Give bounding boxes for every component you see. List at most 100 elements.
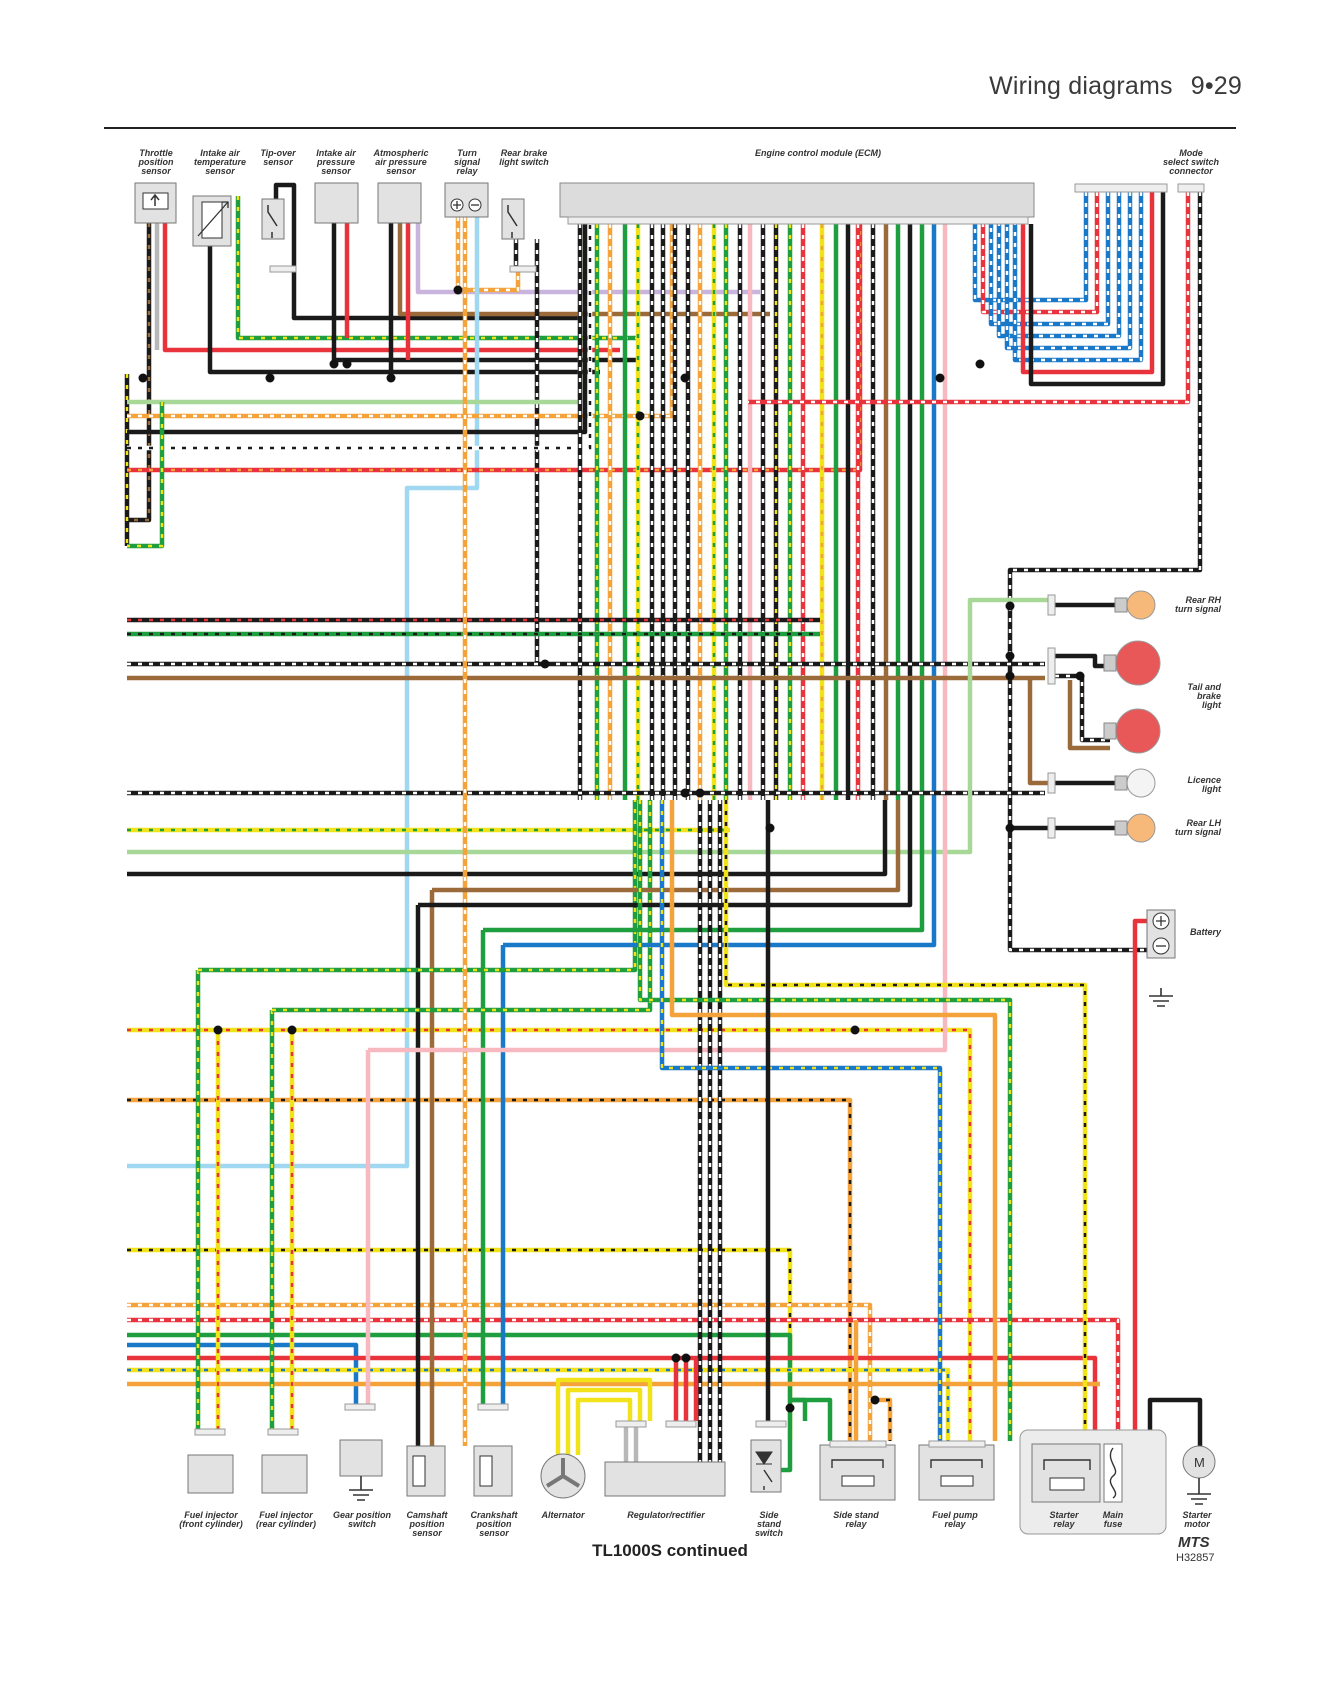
label-line: Gear position: [333, 1510, 392, 1520]
aps-box: [377, 182, 422, 224]
junction-dot: [1005, 651, 1015, 661]
label-line: light: [1202, 784, 1222, 794]
junction-dot: [1075, 671, 1085, 681]
wire-123: [555, 1377, 653, 1455]
label-line: Mode: [1179, 148, 1203, 158]
rlh-base: [1114, 820, 1128, 836]
label-line: turn signal: [1175, 604, 1222, 614]
tail-base-2: [1103, 722, 1117, 740]
rbs-switch: [507, 205, 518, 238]
label-line: light: [1202, 700, 1222, 710]
rear-rh-bulb: [1126, 590, 1156, 620]
wire-trace-55: [989, 192, 1110, 326]
wire-112: [659, 800, 943, 1441]
ecm-connector: [567, 216, 1029, 225]
label-line: sensor: [321, 166, 351, 176]
junction-dot: [681, 1353, 691, 1363]
label-line: Side: [759, 1510, 778, 1520]
label-line: Fuel injector: [259, 1510, 313, 1520]
junction-dot: [213, 1025, 223, 1035]
junction-dot: [265, 373, 275, 383]
fi2-connector: [267, 1428, 299, 1436]
ssr-coil: [841, 1475, 875, 1487]
label-line: Main: [1103, 1510, 1124, 1520]
wire-trace-57: [1005, 192, 1132, 350]
wire-trace-21: [127, 224, 592, 450]
wire-11: [415, 223, 760, 295]
junction-dot: [635, 411, 645, 421]
wire-trace-53: [973, 192, 1088, 302]
label-line: Atmospheric: [372, 148, 428, 158]
reg-connector-1: [615, 1420, 647, 1428]
wire-74: [1067, 680, 1110, 751]
tail-connector: [1047, 647, 1056, 685]
label-line: switch: [755, 1528, 784, 1538]
label-line: Camshaft: [406, 1510, 448, 1520]
wire-126: [875, 1397, 893, 1441]
starter-relay-coil: [1049, 1477, 1085, 1491]
sss-switch: [763, 1469, 773, 1490]
junction-dot: [386, 373, 396, 383]
page-number: 9•29: [1190, 72, 1242, 100]
wire-trace-58: [1013, 192, 1143, 362]
wire-trace-82: [127, 1248, 792, 1441]
gear-position-switch: [339, 1439, 383, 1477]
tail-bulb-1: [1115, 640, 1161, 686]
label-line: (front cylinder): [179, 1519, 243, 1529]
label-line: position: [138, 157, 174, 167]
wire-87: [127, 1367, 951, 1441]
reg-connector-2: [665, 1420, 697, 1428]
tsr-box: [444, 182, 489, 218]
junction-dot: [671, 1353, 681, 1363]
junction-dot: [1005, 823, 1015, 833]
label-line: motor: [1184, 1519, 1210, 1529]
wire-trace-113: [660, 800, 942, 1441]
label-line: Crankshaft: [470, 1510, 518, 1520]
wire-trace-100: [272, 800, 652, 1012]
mode-select-connector: [1177, 183, 1205, 193]
main-fuse: [1103, 1443, 1123, 1503]
label-line: sensor: [263, 157, 293, 167]
tail-base-1: [1103, 654, 1117, 672]
wire-80: [127, 1097, 853, 1441]
label-line: Rear RH: [1185, 595, 1221, 605]
sss-diode: [755, 1451, 773, 1465]
wire-trace-73: [1055, 674, 1110, 742]
wire-68: [127, 597, 1048, 855]
label-line: Tail and: [1187, 682, 1221, 692]
wire-trace-84: [127, 1318, 1120, 1430]
publisher-logo: MTS: [1178, 1534, 1210, 1551]
label-line: sensor: [386, 166, 416, 176]
label-line: Battery: [1190, 927, 1222, 937]
junction-dot: [850, 1025, 860, 1035]
wire-trace-56: [997, 192, 1121, 338]
label-line: turn signal: [1175, 827, 1222, 837]
header-title: Wiring diagrams: [989, 72, 1173, 100]
regulator-rectifier: [604, 1461, 726, 1497]
fi1-connector: [194, 1428, 226, 1436]
starter-relay-contact: [1043, 1459, 1091, 1470]
wire-22: [127, 402, 165, 549]
alternator-windings: [545, 1458, 581, 1488]
label-line: Turn: [457, 148, 477, 158]
label-line: signal: [454, 157, 481, 167]
label-line: relay: [845, 1519, 867, 1529]
tip-connector: [269, 265, 297, 273]
label-line: relay: [944, 1519, 966, 1529]
label-line: Throttle: [139, 148, 173, 158]
label-line: light switch: [499, 157, 549, 167]
junction-dots: [138, 285, 1085, 1413]
fuel-pump-relay: [918, 1444, 995, 1501]
tail-bulb-2: [1115, 708, 1161, 754]
page-header: Wiring diagrams 9•29: [989, 72, 1242, 101]
battery-ground-icon: [1149, 988, 1173, 1007]
wire-86: [127, 1355, 1098, 1430]
